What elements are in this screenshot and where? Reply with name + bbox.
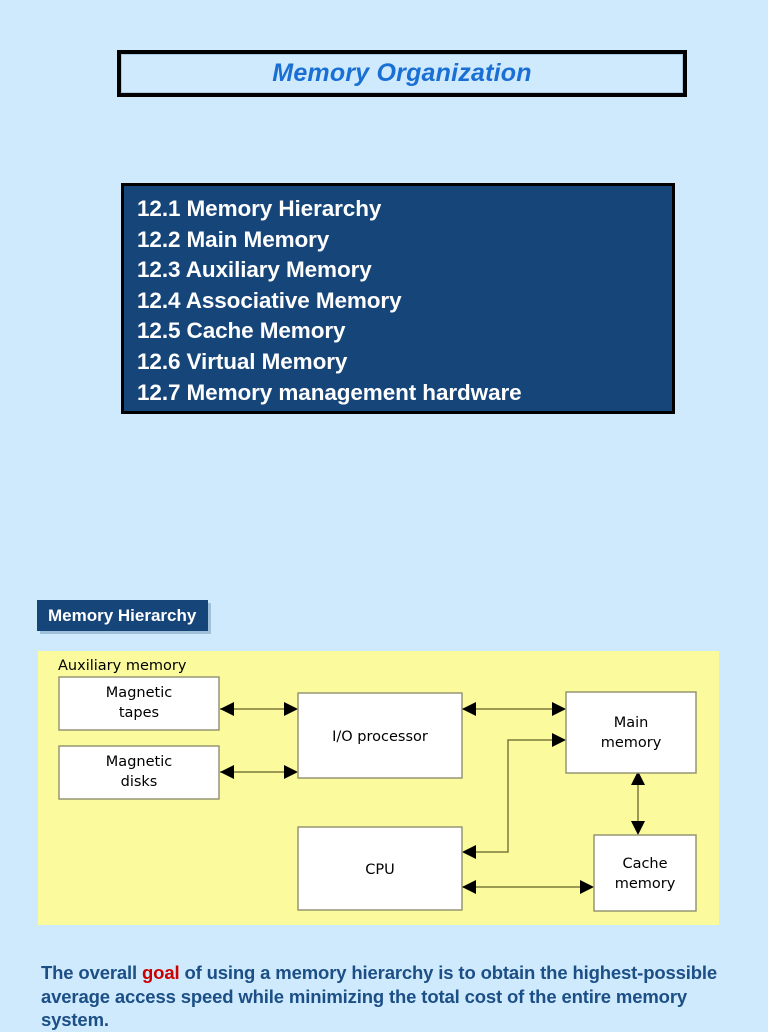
arrowhead-right: [284, 702, 298, 716]
diagram-box-io-processor: I/O processor: [297, 692, 463, 779]
box-label: CPU: [365, 862, 394, 878]
arrowhead-left: [220, 765, 234, 779]
diagram-box-main-memory: Main memory: [565, 691, 697, 774]
slide-title-box: Memory Organization: [117, 50, 687, 97]
note-keyword: goal: [142, 962, 180, 983]
section-heading: Memory Hierarchy: [37, 600, 209, 631]
agenda-list: 12.1 Memory Hierarchy 12.2 Main Memory 1…: [121, 183, 675, 414]
diagram-group-label: Auxiliary memory: [58, 658, 187, 674]
arrowhead-right: [552, 702, 566, 716]
diagram-box-magnetic-tapes: Magnetic tapes: [58, 676, 220, 731]
list-item: 12.5 Cache Memory: [137, 318, 346, 344]
box-label-line2: memory: [601, 735, 662, 751]
arrowhead-left: [462, 845, 476, 859]
diagram-box-cpu: CPU: [297, 826, 463, 911]
arrowhead-left: [220, 702, 234, 716]
arrowhead-left: [462, 702, 476, 716]
note-part1: The overall: [41, 962, 143, 983]
arrowhead-left: [462, 880, 476, 894]
summary-note: The overall goal of using a memory hiera…: [41, 961, 741, 1032]
arrowhead-right: [552, 733, 566, 747]
list-item: 12.3 Auxiliary Memory: [137, 257, 372, 283]
arrowhead-right: [580, 880, 594, 894]
box-label-line1: Magnetic: [106, 685, 172, 701]
box-label: I/O processor: [332, 729, 428, 745]
list-item: 12.6 Virtual Memory: [137, 348, 348, 374]
box-label-line2: tapes: [119, 705, 159, 721]
box-label-line2: memory: [615, 876, 676, 892]
memory-hierarchy-diagram: Auxiliary memory Magnetic tapes: [38, 651, 719, 925]
box-label-line1: Main: [614, 715, 649, 731]
arrowhead-down: [631, 821, 645, 835]
diagram-box-magnetic-disks: Magnetic disks: [58, 745, 220, 800]
diagram-box-cache-memory: Cache memory: [593, 834, 697, 912]
arrowhead-up: [631, 771, 645, 785]
list-item: 12.7 Memory management hardware: [137, 379, 522, 405]
connector-main-cpu: [476, 739, 564, 853]
note-part2: of using a memory hierarchy is to obtain…: [41, 962, 718, 1030]
list-item: 12.2 Main Memory: [137, 226, 330, 252]
box-label-line1: Cache: [622, 856, 667, 872]
list-item: 12.1 Memory Hierarchy: [137, 196, 382, 221]
box-label-line2: disks: [121, 774, 158, 790]
box-label-line1: Magnetic: [106, 754, 172, 770]
page-title: Memory Organization: [272, 59, 532, 87]
arrowhead-right: [284, 765, 298, 779]
list-item: 12.4 Associative Memory: [137, 287, 402, 313]
